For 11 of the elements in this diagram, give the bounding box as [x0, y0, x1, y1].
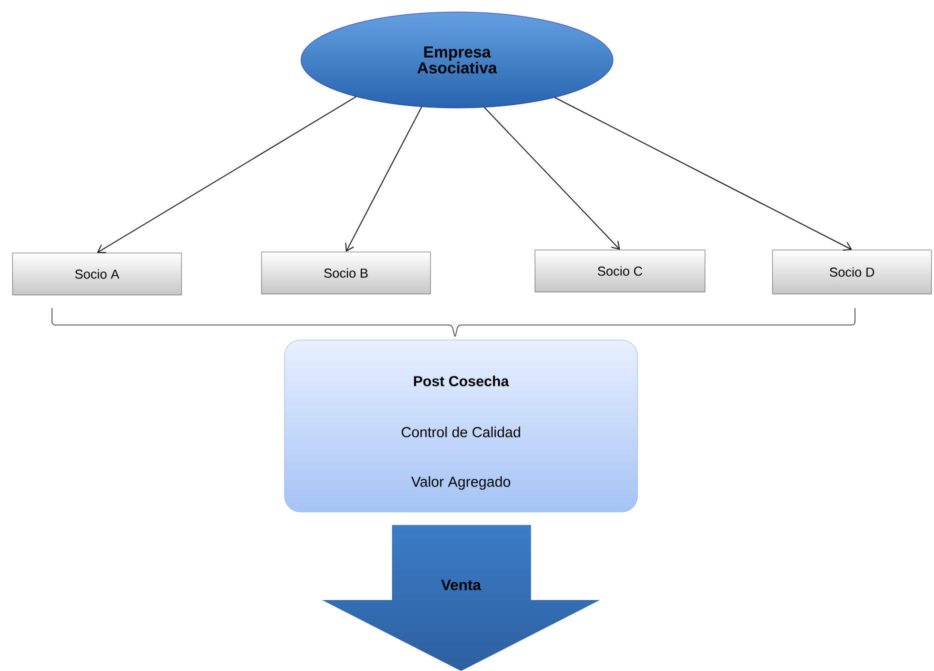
ellipse-node: Empresa Asociativa: [300, 12, 614, 108]
arrow: [554, 97, 852, 251]
process-box: Post Cosecha Control de Calidad Valor Agregado: [284, 340, 638, 512]
process-box: Socio D: [772, 250, 932, 294]
process-box: Socio A: [12, 252, 182, 296]
block-arrow: Venta: [441, 580, 482, 590]
arrow: [345, 106, 422, 252]
arrow: [484, 107, 620, 250]
process-box: Socio B: [261, 252, 431, 294]
process-box: Socio C: [534, 250, 706, 292]
arrow: [97, 96, 356, 254]
